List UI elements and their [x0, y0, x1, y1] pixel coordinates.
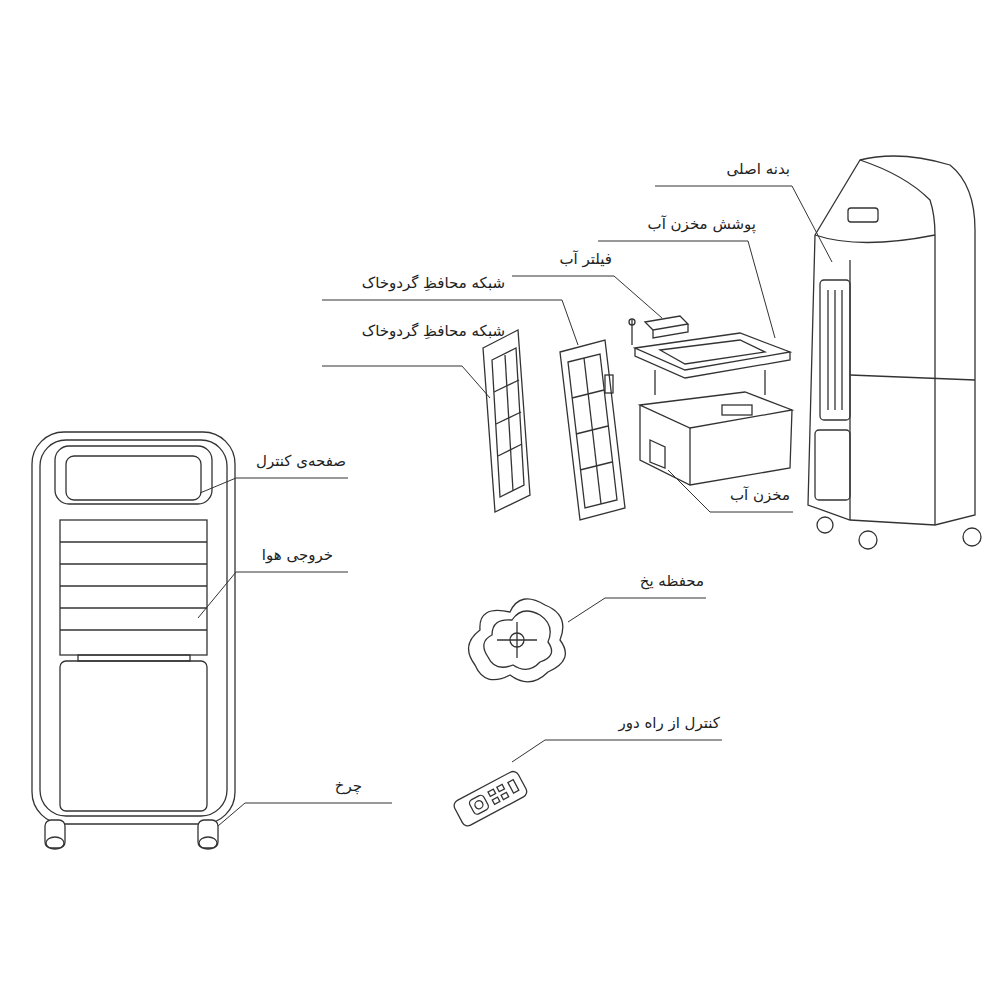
ice-pack — [469, 599, 566, 682]
dust-filter — [483, 330, 530, 512]
water-tank — [640, 392, 792, 485]
tank-cover — [635, 333, 790, 395]
part-label: صفحه‌ی کنترل — [256, 452, 346, 470]
main-body — [808, 156, 981, 549]
part-label: بدنه اصلی — [727, 160, 790, 178]
part-label: شبکه محافظِ گردوخاک — [362, 322, 505, 340]
water-filter — [629, 316, 688, 345]
part-label: محفظه یخ — [640, 572, 704, 590]
part-label: پوشش مخزن آب — [648, 215, 756, 233]
dust-filter — [560, 340, 625, 520]
remote-control — [452, 769, 529, 828]
part-label: شبکه محافظِ گردوخاک — [362, 274, 505, 292]
part-label: فیلتر آب — [559, 250, 612, 268]
part-label: خروجی هوا — [262, 546, 333, 564]
leader-lines — [198, 186, 832, 826]
front-view — [32, 432, 235, 849]
part-label: مخزن آب — [730, 486, 790, 504]
part-label: کنترل از راه دور — [618, 714, 720, 732]
part-label: چرخ — [335, 777, 362, 795]
